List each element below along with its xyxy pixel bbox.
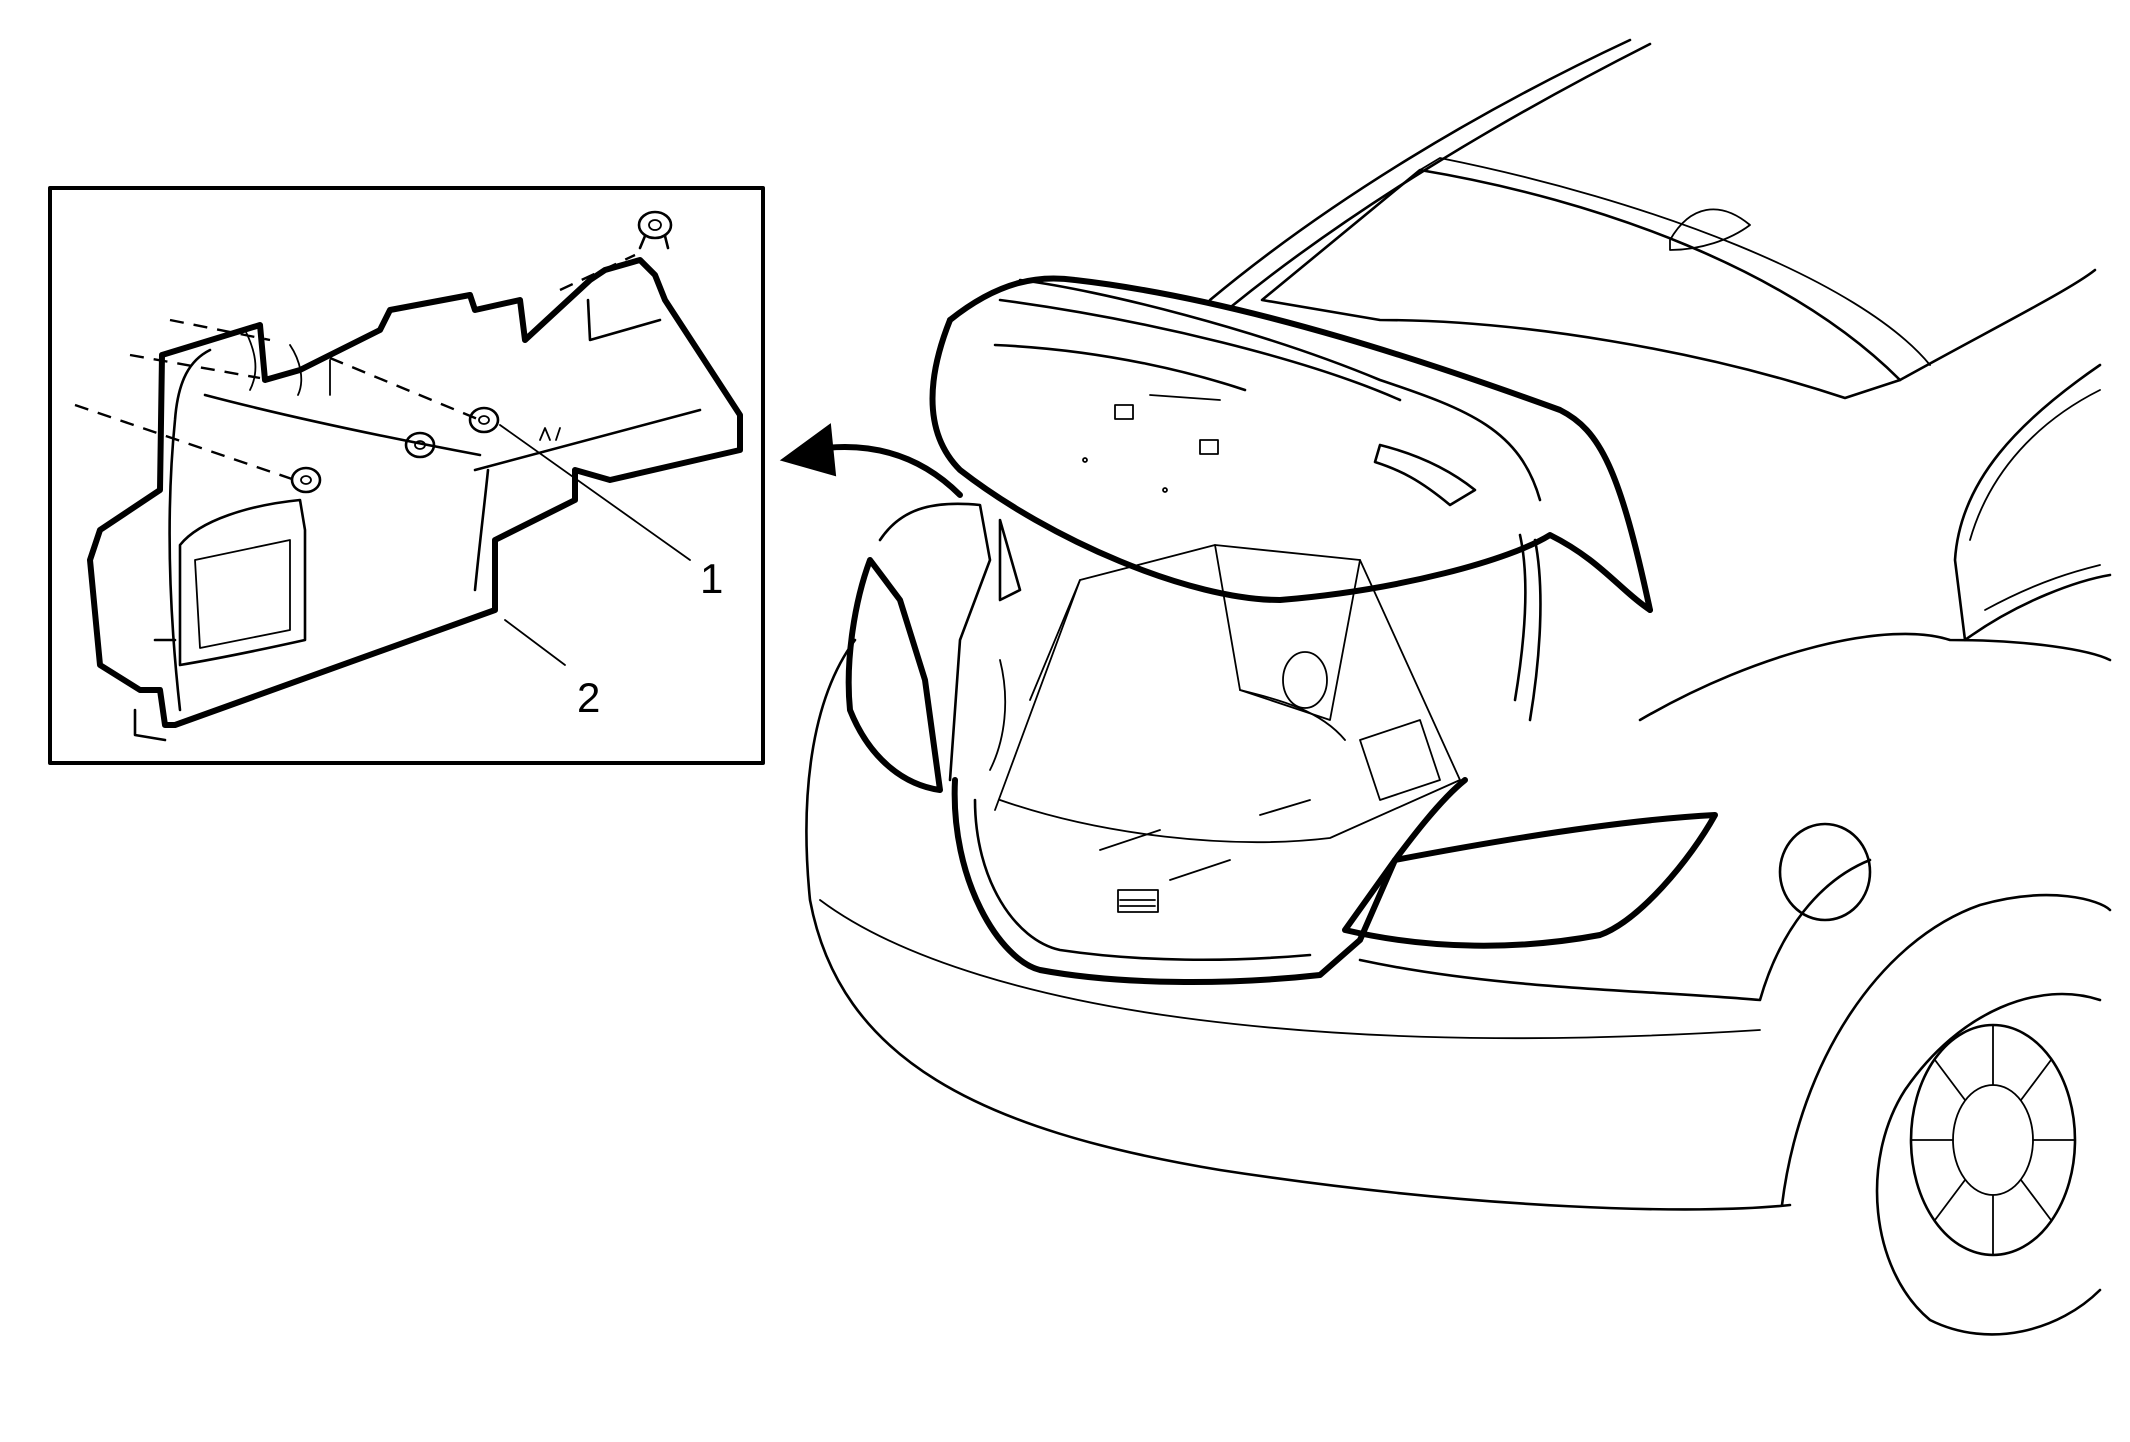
trunk-side-trim-panel xyxy=(87,257,743,728)
trunk-opening xyxy=(951,777,1468,985)
wheel-spokes xyxy=(1910,1024,2076,1256)
wheel-arch xyxy=(1780,893,2112,1207)
trunk-interior xyxy=(989,544,1461,913)
trim-panel-pocket-inner xyxy=(194,539,291,649)
side-window xyxy=(1969,389,2101,611)
roof-line xyxy=(1208,38,1652,308)
bumper-crease xyxy=(819,899,1761,1040)
push-in-retainer-1 xyxy=(637,210,673,250)
rear-window-inner xyxy=(1419,157,1931,366)
trunk-lid-outer xyxy=(929,317,1653,613)
bumper-outline xyxy=(805,638,1792,1211)
wheel-hub-center xyxy=(1952,1084,2034,1196)
leader-line-2 xyxy=(504,619,566,666)
detail-pointer-arrow xyxy=(779,423,963,498)
push-in-retainer-3 xyxy=(404,431,436,459)
trunk-lid-hardware xyxy=(1082,394,1221,493)
left-body-edge xyxy=(878,502,992,782)
leader-line-1 xyxy=(499,424,691,561)
callout-2: 2 xyxy=(577,674,600,721)
trim-panel-base xyxy=(133,638,177,742)
lower-body-line xyxy=(1358,858,1872,1002)
trunk-lid-trim xyxy=(993,343,1477,507)
trunk-sill xyxy=(973,798,1312,962)
rear-quarter xyxy=(1638,632,2112,722)
wheel-rim-outer xyxy=(1875,992,2102,1336)
trim-panel-edge xyxy=(203,298,702,472)
antenna-fin xyxy=(1669,208,1751,251)
fuel-door xyxy=(1778,822,1872,922)
right-tail-lamp xyxy=(1342,812,1718,949)
inset-frame xyxy=(48,186,765,765)
push-in-retainer-2 xyxy=(468,406,500,434)
car-rear-view xyxy=(805,38,2112,1336)
rear-window xyxy=(1260,168,1902,400)
clip-mark xyxy=(539,427,561,441)
trunk-hinge-right xyxy=(1513,533,1542,722)
callout-1: 1 xyxy=(700,555,723,602)
trim-panel-pocket xyxy=(178,498,307,667)
push-in-retainer-4 xyxy=(290,466,322,494)
c-pillar xyxy=(1898,268,2112,642)
fastener-alignment-lines xyxy=(74,253,636,482)
left-tail-lamp xyxy=(845,557,943,793)
trunk-lid-spoiler xyxy=(998,278,1542,502)
trunk-hinge-left xyxy=(998,518,1022,602)
detail-inset: 1 2 xyxy=(48,186,765,765)
trunk-lid-top xyxy=(947,275,1653,613)
trim-panel-inner xyxy=(168,348,490,712)
